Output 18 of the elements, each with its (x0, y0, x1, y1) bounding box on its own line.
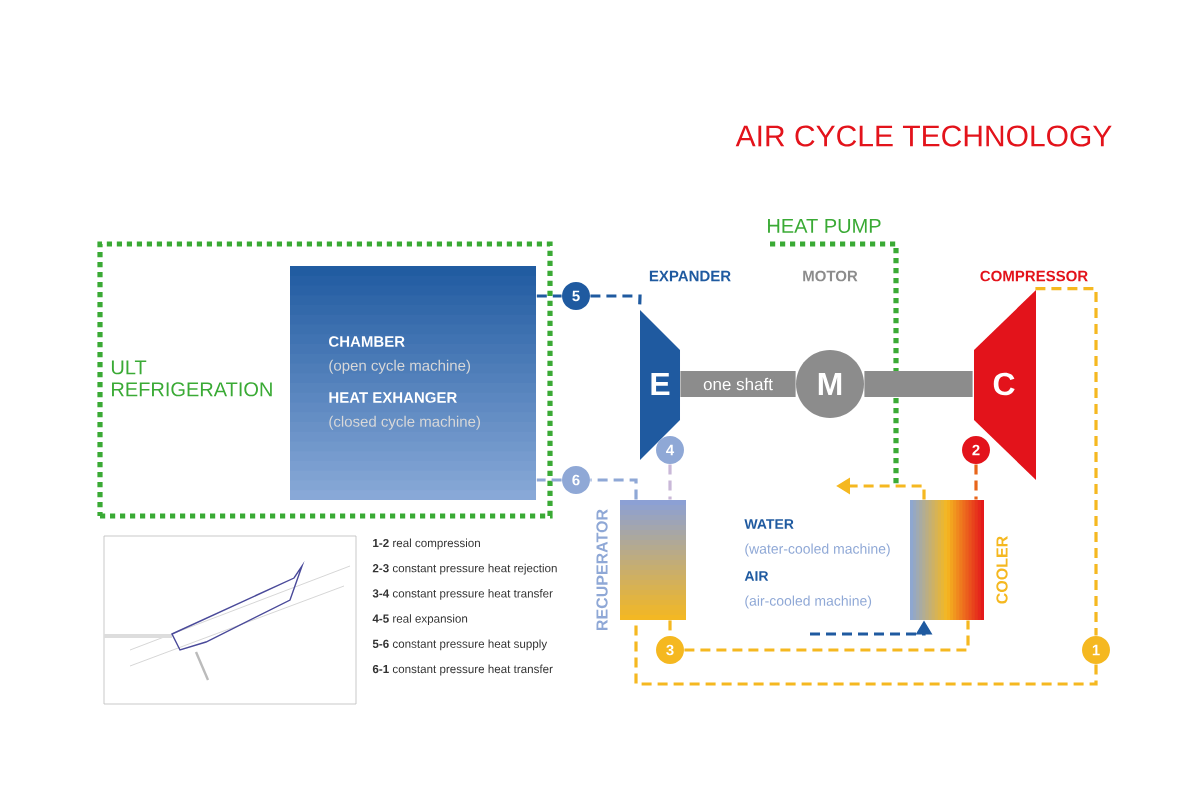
connector (974, 464, 978, 500)
vertical-label: RECUPERATOR (596, 509, 608, 630)
vertical-label: COOLER (996, 536, 1008, 604)
connector (536, 478, 562, 482)
connector (864, 371, 973, 397)
section-label: HEAT PUMP (768, 219, 881, 233)
connector (684, 620, 970, 652)
connector (680, 371, 796, 397)
connector (668, 464, 672, 500)
connector (668, 620, 672, 636)
edge-label: one shaft (703, 377, 773, 391)
title: AIR CYCLE TECHNOLOGY (735, 125, 1112, 147)
group-label: ULT REFRIGERATION (111, 360, 272, 397)
connector (536, 294, 562, 298)
connector (634, 620, 1098, 686)
connector (590, 294, 642, 309)
connector (590, 478, 638, 500)
connector (1035, 287, 1098, 636)
